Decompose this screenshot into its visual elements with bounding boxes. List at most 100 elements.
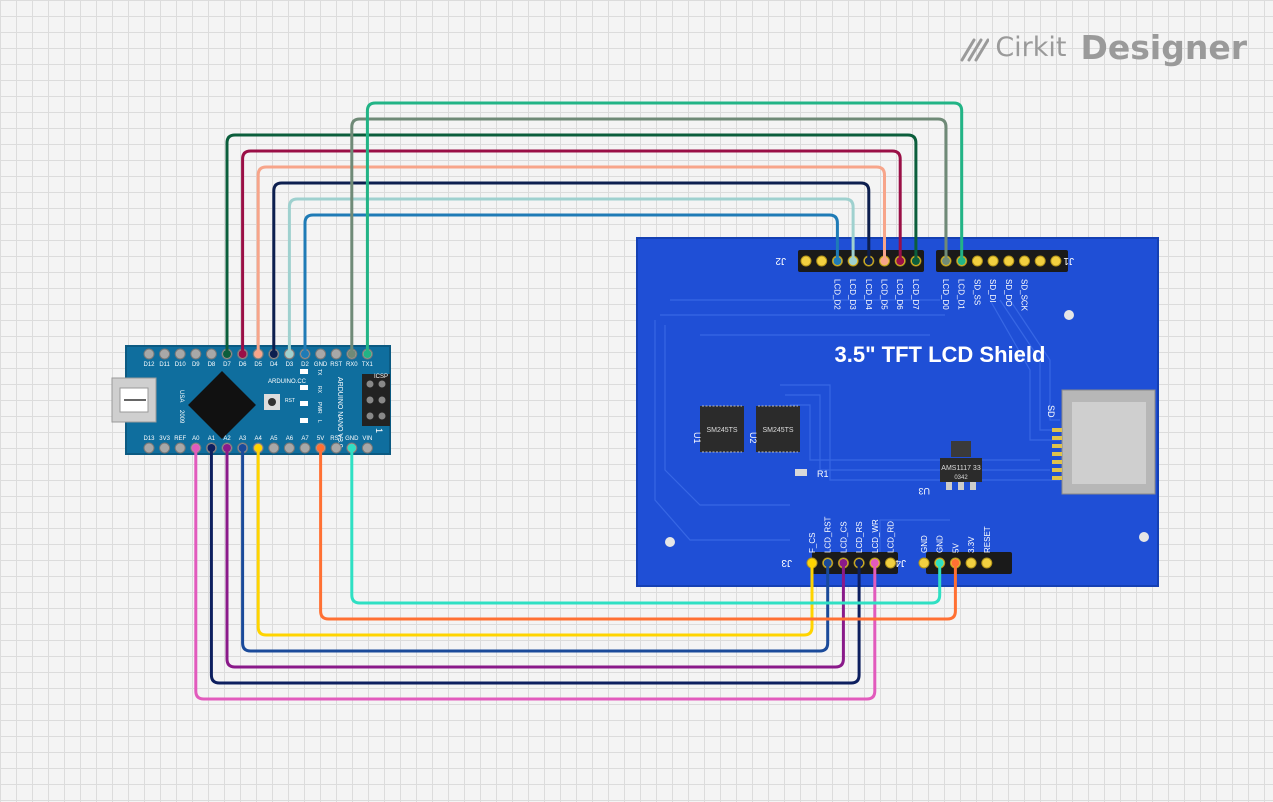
l-label: L (316, 420, 322, 423)
u1-label: U1 (692, 432, 702, 444)
shield-pin-label: SD_DO (1004, 279, 1013, 307)
wire-endpoint[interactable] (823, 559, 832, 567)
shield-pin[interactable] (816, 255, 828, 267)
wire-endpoint[interactable] (855, 559, 864, 567)
wire-d4-to-lcd-d4[interactable] (272, 181, 871, 354)
shield-pin-label: LCD_D1 (957, 279, 966, 310)
nano-pin-a7[interactable] (299, 442, 311, 454)
nano-pin-rst[interactable] (330, 442, 342, 454)
wire-endpoint[interactable] (254, 350, 263, 358)
wire-endpoint[interactable] (363, 350, 372, 358)
icsp-pins (366, 380, 386, 420)
wire-a1-to-lcd-rs[interactable] (209, 448, 861, 685)
nano-pin-d10[interactable] (174, 348, 186, 360)
wire-d5-to-lcd-d5[interactable] (256, 165, 886, 354)
wire-d6-to-lcd-d6[interactable] (241, 149, 902, 354)
shield-pin[interactable] (800, 255, 812, 267)
nano-pin-a5[interactable] (268, 442, 280, 454)
shield-pin[interactable] (1050, 255, 1062, 267)
wire-endpoint[interactable] (191, 444, 200, 452)
wire-endpoint[interactable] (316, 444, 325, 452)
shield-pin[interactable] (987, 255, 999, 267)
wire-endpoint[interactable] (880, 257, 889, 265)
shield-pin[interactable] (918, 557, 930, 569)
nano-pin-rst[interactable] (330, 348, 342, 360)
shield-pin[interactable] (1019, 255, 1030, 267)
u3-label: U3 (918, 486, 930, 496)
shield-pin-label: 5V (951, 543, 960, 553)
wire-rx0-to-lcd-d0[interactable] (350, 117, 948, 354)
nano-pin-d11[interactable] (159, 348, 171, 360)
nano-pin-label: D9 (192, 362, 200, 368)
wire-endpoint[interactable] (935, 559, 944, 567)
wire-endpoint[interactable] (207, 444, 216, 452)
nano-pin-label: A1 (208, 436, 216, 442)
wire-endpoint[interactable] (957, 257, 966, 265)
wire-endpoint[interactable] (238, 350, 247, 358)
shield-pin[interactable] (965, 557, 977, 569)
nano-pin-label: D8 (208, 362, 216, 368)
nano-pin-label: A0 (192, 436, 200, 442)
chip-u1: SM245TS U1 (692, 405, 744, 453)
wire-endpoint[interactable] (285, 350, 294, 358)
wire-a3-to-lcd-rst[interactable] (241, 448, 830, 653)
shield-pin-label: LCD_D3 (848, 279, 857, 310)
logo-brand-text: Cirkit (995, 32, 1067, 63)
wire-a4-to-f-cs[interactable] (256, 448, 814, 637)
wire-endpoint[interactable] (223, 444, 231, 452)
nano-pin-d12[interactable] (143, 348, 155, 360)
nano-pin-vin[interactable] (361, 442, 373, 454)
arduino-nano[interactable]: ARDUINO.CC ARDUINO NANO V3.0 USA 2009 IC… (111, 345, 391, 455)
wire-endpoint[interactable] (301, 350, 309, 358)
wire-a2-to-lcd-cs[interactable] (225, 448, 845, 669)
shield-pin[interactable] (885, 557, 896, 569)
shield-pin[interactable] (1003, 255, 1015, 267)
nano-pin-3v3[interactable] (159, 442, 171, 454)
wire-endpoint[interactable] (942, 257, 950, 265)
wire-endpoint[interactable] (238, 444, 247, 452)
shield-pin[interactable] (981, 557, 993, 569)
wire-endpoint[interactable] (849, 257, 858, 265)
wire-tx1-to-lcd-d1[interactable] (365, 101, 964, 354)
shield-pin[interactable] (1034, 255, 1046, 267)
wire-endpoint[interactable] (347, 444, 356, 452)
nano-pin-gnd[interactable] (315, 348, 327, 360)
wire-endpoint[interactable] (347, 350, 356, 358)
wire-d2-to-lcd-d2[interactable] (303, 213, 839, 354)
shield-pin[interactable] (971, 255, 983, 267)
nano-pin-label: D7 (223, 362, 231, 368)
nano-pin-a6[interactable] (283, 442, 295, 454)
wire-endpoint[interactable] (833, 257, 842, 265)
nano-pin-d8[interactable] (205, 348, 217, 360)
wires[interactable] (191, 101, 966, 701)
wire-a0-to-lcd-wr[interactable] (194, 448, 877, 701)
nano-pin-label: GND (314, 362, 328, 368)
u2-label: U2 (748, 432, 758, 444)
wire-endpoint[interactable] (254, 444, 263, 452)
wire-endpoint[interactable] (951, 559, 960, 567)
wire-5v-to-5v[interactable] (319, 448, 957, 621)
shield-pin-label: LCD_D7 (911, 279, 920, 310)
tft-lcd-shield[interactable]: 3.5" TFT LCD Shield SM245TS U1 SM245TS U… (636, 237, 1159, 587)
wire-endpoint[interactable] (896, 257, 905, 265)
wire-d7-to-lcd-d7[interactable] (225, 133, 918, 354)
wire-endpoint[interactable] (808, 559, 816, 567)
icsp-header (362, 374, 390, 426)
wire-gnd-to-gnd[interactable] (350, 448, 942, 605)
shield-pin-label: LCD_RD (887, 521, 896, 553)
wire-endpoint[interactable] (911, 257, 920, 265)
wire-endpoint[interactable] (269, 350, 278, 358)
wire-endpoint[interactable] (870, 559, 879, 567)
wire-endpoint[interactable] (864, 257, 873, 265)
chip-u2-label: SM245TS (762, 427, 793, 434)
nano-pin-d9[interactable] (190, 348, 202, 360)
wire-endpoint[interactable] (223, 350, 231, 358)
wire-endpoint[interactable] (839, 559, 848, 567)
nano-leds (300, 369, 308, 423)
nano-pin-ref[interactable] (174, 442, 186, 454)
nano-pin-d13[interactable] (143, 442, 155, 454)
wire-d3-to-lcd-d3[interactable] (287, 197, 855, 354)
